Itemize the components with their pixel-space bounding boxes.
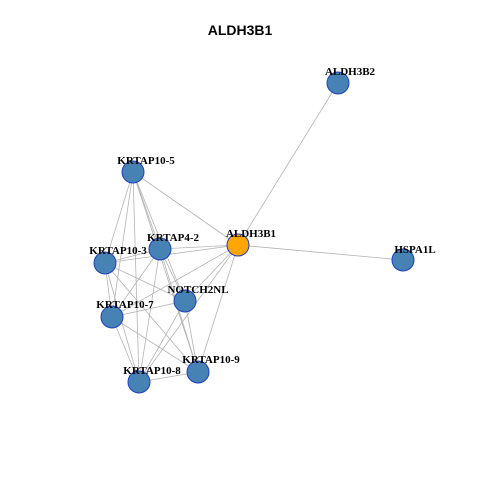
- edge-aldh3b1-krtap10-5: [132, 171, 239, 246]
- node-label-krtap10-5: KRTAP10-5: [117, 155, 175, 167]
- edge-krtap10-5-notch2nl: [132, 171, 186, 302]
- node-notch2nl: [173, 289, 197, 313]
- node-label-krtap10-8: KRTAP10-8: [123, 365, 181, 377]
- edge-aldh3b1-krtap10-8: [138, 244, 239, 383]
- edge-notch2nl-krtap10-9: [184, 300, 199, 373]
- node-krtap10-3: [93, 251, 117, 275]
- edge-aldh3b1-notch2nl: [184, 244, 239, 302]
- node-label-notch2nl: NOTCH2NL: [167, 284, 228, 296]
- edge-krtap10-5-krtap10-3: [104, 171, 134, 264]
- edge-aldh3b1-hspa1l: [237, 244, 404, 261]
- edge-krtap10-3-krtap10-9: [104, 262, 199, 373]
- node-label-hspa1l: HSPA1L: [394, 244, 435, 256]
- edge-krtap10-5-krtap10-7: [111, 171, 134, 318]
- node-label-krtap4-2: KRTAP4-2: [147, 232, 199, 244]
- edge-aldh3b1-krtap10-3: [104, 244, 239, 264]
- edge-aldh3b1-aldh3b2: [237, 82, 339, 246]
- node-krtap4-2: [148, 237, 172, 261]
- edge-aldh3b1-krtap10-9: [197, 244, 239, 373]
- node-krtap10-9: [186, 360, 210, 384]
- edge-notch2nl-krtap10-8: [138, 300, 186, 383]
- edge-krtap10-7-krtap10-9: [111, 316, 199, 373]
- node-krtap10-5: [121, 160, 145, 184]
- node-label-krtap10-9: KRTAP10-9: [182, 354, 240, 366]
- node-label-aldh3b2: ALDH3B2: [325, 66, 376, 78]
- edge-krtap10-3-notch2nl: [104, 262, 186, 302]
- edge-krtap4-2-krtap10-7: [111, 248, 161, 318]
- plot-title: ALDH3B1: [207, 22, 273, 38]
- edge-krtap10-5-krtap10-9: [132, 171, 199, 373]
- edge-krtap10-5-krtap10-8: [132, 171, 140, 383]
- node-label-krtap10-7: KRTAP10-7: [96, 299, 154, 311]
- node-krtap10-8: [127, 370, 151, 394]
- edge-notch2nl-krtap10-7: [111, 300, 186, 318]
- nodes-layer: [93, 71, 415, 394]
- node-label-krtap10-3: KRTAP10-3: [89, 245, 147, 257]
- node-aldh3b2: [326, 71, 350, 95]
- edge-krtap10-7-krtap10-8: [111, 316, 140, 383]
- node-krtap10-7: [100, 305, 124, 329]
- labels-layer: ALDH3B1ALDH3B2HSPA1LKRTAP10-5KRTAP4-2KRT…: [89, 66, 435, 377]
- node-label-aldh3b1: ALDH3B1: [226, 228, 276, 240]
- node-aldh3b1: [226, 233, 250, 257]
- edge-aldh3b1-krtap4-2: [159, 244, 239, 250]
- node-hspa1l: [391, 248, 415, 272]
